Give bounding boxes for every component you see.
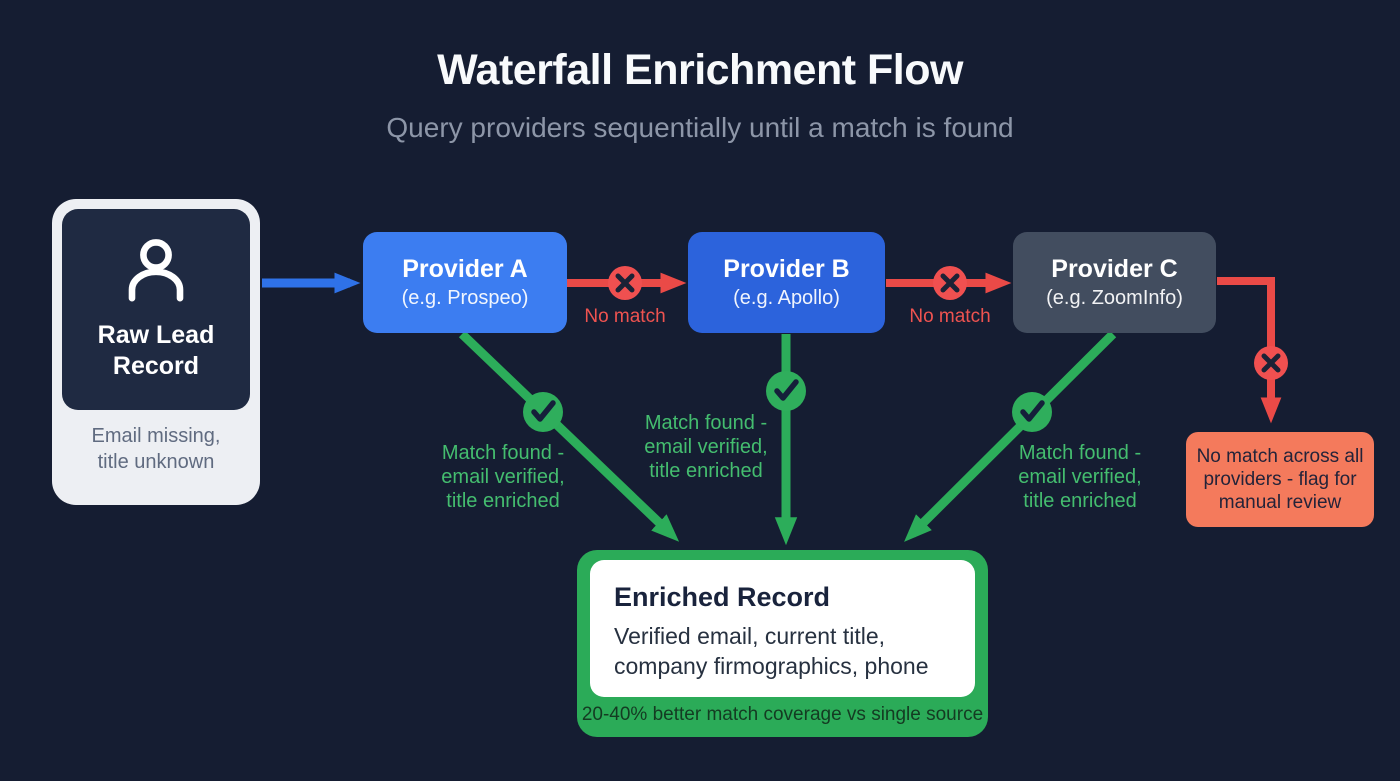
- provider-a-box: Provider A (e.g. Prospeo): [363, 232, 567, 333]
- match-found-label-c: Match found - email verified, title enri…: [1018, 442, 1142, 513]
- page-title: Waterfall Enrichment Flow: [437, 46, 963, 94]
- x-circle-icon: [608, 266, 642, 300]
- enriched-record-inner-panel: Enriched Record Verified email, current …: [590, 560, 975, 697]
- enriched-record-body: Verified email, current title, company f…: [614, 623, 929, 679]
- check-circle-icon: [523, 392, 563, 432]
- check-circle-icon: [1012, 392, 1052, 432]
- provider-c-example: (e.g. ZoomInfo): [1046, 287, 1183, 309]
- no-match-label-a-b: No match: [584, 306, 666, 327]
- manual-review-text: No match across all providers - flag for…: [1196, 445, 1364, 514]
- person-icon: [128, 239, 184, 302]
- provider-b-name: Provider B: [723, 255, 850, 283]
- red-arrow-a-b: [558, 266, 687, 300]
- no-match-label-b-c: No match: [909, 306, 991, 327]
- provider-c-box: Provider C (e.g. ZoomInfo): [1013, 232, 1216, 333]
- manual-review-box: No match across all providers - flag for…: [1186, 432, 1374, 527]
- x-circle-icon: [933, 266, 967, 300]
- provider-b-example: (e.g. Apollo): [733, 287, 840, 309]
- green-arrow-c-enriched: [904, 330, 1117, 542]
- provider-a-example: (e.g. Prospeo): [401, 287, 529, 309]
- enriched-record-box: Enriched Record Verified email, current …: [577, 550, 988, 737]
- raw-lead-title: Raw Lead Record: [97, 321, 215, 380]
- raw-lead-inner-panel: Raw Lead Record: [62, 209, 250, 410]
- provider-c-name: Provider C: [1051, 255, 1178, 283]
- match-found-label-b: Match found - email verified, title enri…: [644, 412, 768, 483]
- red-arrow-c-manual-review: [1217, 277, 1288, 424]
- provider-b-box: Provider B (e.g. Apollo): [688, 232, 885, 333]
- provider-a-name: Provider A: [402, 255, 528, 283]
- green-arrow-a-enriched: [458, 330, 680, 542]
- raw-lead-note: Email missing, title unknown: [91, 425, 221, 473]
- enriched-record-title: Enriched Record: [614, 582, 831, 612]
- red-arrow-b-c: [886, 266, 1012, 300]
- match-found-label-a: Match found - email verified, title enri…: [441, 442, 565, 513]
- x-circle-icon: [1254, 346, 1288, 380]
- raw-lead-card: Raw Lead Record Email missing, title unk…: [52, 199, 260, 505]
- page-subtitle: Query providers sequentially until a mat…: [386, 112, 1014, 143]
- check-circle-icon: [766, 371, 806, 411]
- green-arrow-b-enriched: [766, 334, 806, 546]
- enriched-record-footer: 20-40% better match coverage vs single s…: [581, 704, 984, 725]
